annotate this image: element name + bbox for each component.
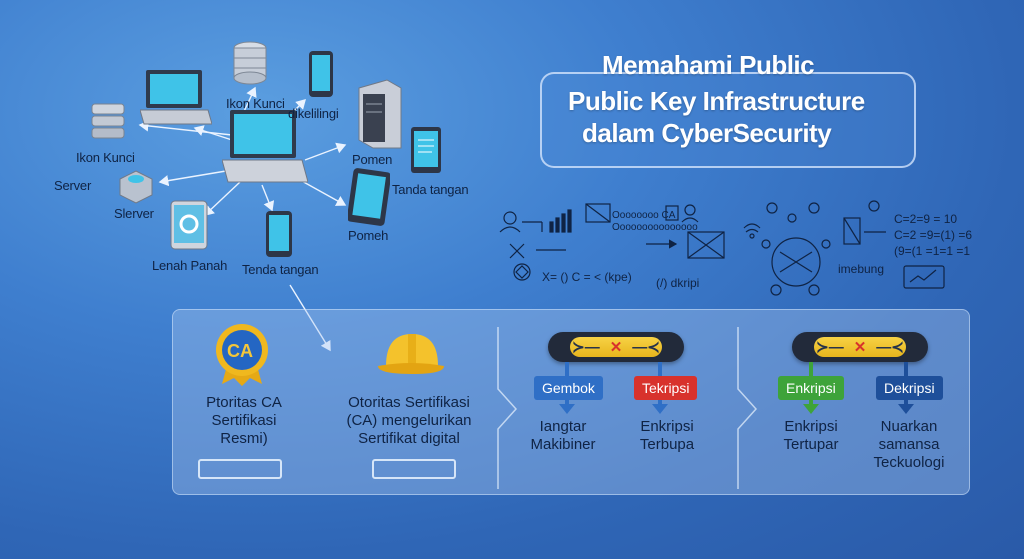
- col4-right-line2: samansa: [864, 436, 954, 454]
- schema-formula-1: C=2=9 = 10: [894, 212, 957, 226]
- col2-empty-box: [372, 459, 456, 479]
- schema-formula-3: (9=(1 =1=1 =1: [894, 244, 970, 258]
- key-pill-inner-2: ≻— ✕ —≺: [814, 337, 906, 357]
- tag-gembok: Gembok: [534, 376, 603, 400]
- server-stack-icon: [90, 100, 126, 149]
- label-pomeh: Pomeh: [348, 228, 388, 243]
- col2-text: Otoritas Sertifikasi (CA) mengelurikan S…: [334, 394, 484, 448]
- database-icon: [232, 40, 268, 93]
- hard-hat-icon: [378, 330, 444, 383]
- col3-right-line1: Enkripsi: [622, 418, 712, 436]
- label-pomen: Pomen: [352, 152, 392, 167]
- tag-tekripsi: Tekripsi: [634, 376, 697, 400]
- col4-right-text: Nuarkan samansa Teckuologi: [864, 418, 954, 472]
- title-line-1: Memahami Public: [602, 50, 814, 81]
- ca-badge-text: CA: [227, 341, 253, 362]
- col1-text: Ptoritas CA Sertifikasi Resmi): [194, 394, 294, 448]
- phone-bottom-icon: [265, 210, 293, 263]
- label-tenda-tangan: Tenda tangan: [242, 262, 318, 277]
- col3-left-text: Iangtar Makibiner: [518, 418, 608, 454]
- storage-box-icon: [116, 165, 156, 210]
- col3-right-text: Enkripsi Terbupa: [622, 418, 712, 454]
- title-line-3: dalam CyberSecurity: [582, 118, 831, 149]
- smartphone-icon: [308, 50, 334, 103]
- col3-right-line2: Terbupa: [622, 436, 712, 454]
- col4-right-line3: Teckuologi: [864, 454, 954, 472]
- key-right-icon: —≺: [632, 338, 660, 356]
- laptop-icon: [140, 68, 212, 135]
- col2-line1: Otoritas Sertifikasi: [334, 394, 484, 412]
- schema-text-imebung: imebung: [838, 262, 884, 276]
- settings-tablet-icon: [170, 200, 208, 255]
- key-pill-bar-2: ≻— ✕ —≺: [792, 332, 928, 362]
- tablet-icon: [410, 126, 442, 179]
- cross-icon-2: ✕: [854, 338, 867, 356]
- col2-line3: Sertifikat digital: [334, 430, 484, 448]
- cross-icon: ✕: [610, 338, 623, 356]
- col4-right-line1: Nuarkan: [864, 418, 954, 436]
- schema-text-3: X= () C = < (kpe): [542, 270, 632, 284]
- server-tower-icon: [355, 78, 403, 155]
- key-pill-bar-1: ≻— ✕ —≺: [548, 332, 684, 362]
- col2-line2: (CA) mengelurikan: [334, 412, 484, 430]
- schema-text-ca: Oooooooo CA: [612, 210, 675, 221]
- schema-text-2: Ooooooooooooooo: [612, 222, 698, 233]
- col1-empty-box: [198, 459, 282, 479]
- key-left-icon-2: ≻—: [816, 338, 844, 356]
- label-lenah-panah: Lenah Panah: [152, 258, 227, 273]
- col1-line1: Ptoritas CA: [194, 394, 294, 412]
- label-dikelilingi: dikelilingi: [288, 106, 339, 121]
- col1-line3: Resmi): [194, 430, 294, 448]
- label-server: Server: [54, 178, 91, 193]
- key-left-icon: ≻—: [572, 338, 600, 356]
- label-tanda-tangan-right: Tanda tangan: [392, 182, 468, 197]
- label-ikon-kunci-top: Ikon Kunci: [226, 96, 285, 111]
- col1-line2: Sertifikasi: [194, 412, 294, 430]
- tag-enkripsi: Enkripsi: [778, 376, 844, 400]
- schema-text-dkripi: (/) dkripi: [656, 276, 699, 290]
- title-line-2: Public Key Infrastructure: [568, 86, 865, 117]
- col3-left-line2: Makibiner: [518, 436, 608, 454]
- col4-left-text: Enkripsi Tertupar: [766, 418, 856, 454]
- schema-formula-2: C=2 =9=(1) =6: [894, 228, 972, 242]
- col4-left-line1: Enkripsi: [766, 418, 856, 436]
- tablet-right-icon: [348, 168, 390, 231]
- col3-left-line1: Iangtar: [518, 418, 608, 436]
- col4-left-line2: Tertupar: [766, 436, 856, 454]
- key-pill-inner-1: ≻— ✕ —≺: [570, 337, 662, 357]
- tag-dekripsi: Dekripsi: [876, 376, 943, 400]
- label-slerver: Slerver: [114, 206, 154, 221]
- label-ikon-kunci-left: Ikon Kunci: [76, 150, 135, 165]
- key-right-icon-2: —≺: [876, 338, 904, 356]
